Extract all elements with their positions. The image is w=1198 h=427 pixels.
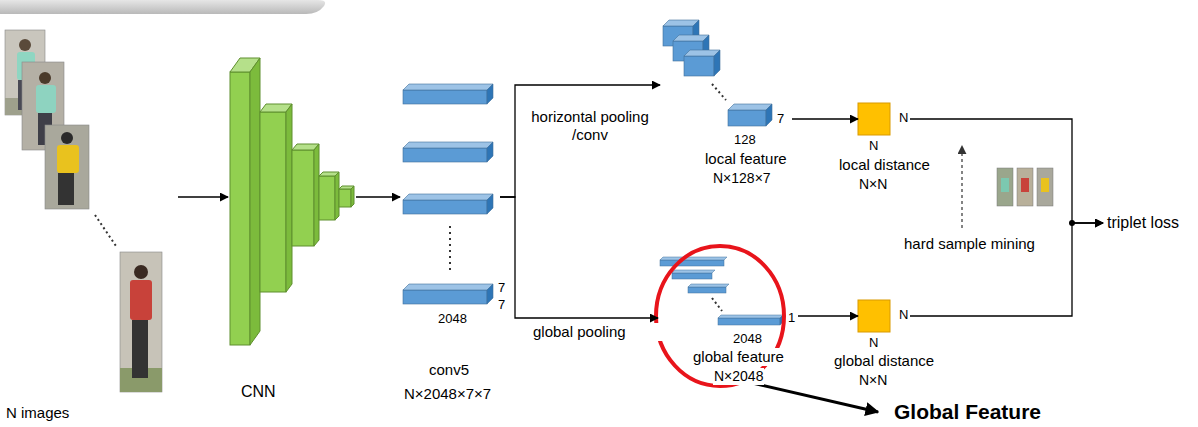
node-text: N×N bbox=[858, 176, 888, 193]
node-text: local feature bbox=[704, 150, 788, 168]
ellipsis-dots bbox=[449, 226, 451, 274]
node-text: conv5 bbox=[428, 361, 470, 379]
edge-label: horizontal pooling /conv bbox=[520, 108, 660, 144]
edge-label: global pooling bbox=[533, 323, 663, 341]
node-text: N bbox=[868, 138, 879, 154]
node-text: N bbox=[868, 335, 879, 351]
node-text: 2048 bbox=[437, 311, 468, 327]
connector-arrow bbox=[500, 85, 660, 197]
connector-arrow bbox=[798, 315, 858, 316]
input-images bbox=[5, 30, 162, 392]
connector-arrow bbox=[910, 119, 1103, 223]
connector-arrow bbox=[178, 196, 228, 197]
distance-square bbox=[858, 300, 890, 332]
global-feature: 12048global featureN×2048 bbox=[658, 252, 795, 332]
callout-title: Global Feature bbox=[893, 399, 1042, 424]
annotation-label: hard sample mining bbox=[903, 235, 1036, 253]
node-text: N bbox=[898, 307, 909, 323]
image-stack: N images bbox=[5, 20, 165, 375]
node-text: global distance bbox=[833, 352, 935, 370]
distance-matrix: NNglobal distanceN×N bbox=[858, 300, 890, 332]
header-bar bbox=[0, 0, 325, 14]
connector-arrow bbox=[500, 197, 658, 318]
node-text: 1 bbox=[787, 310, 796, 326]
connector-arrow bbox=[356, 196, 400, 197]
node-text: N images bbox=[5, 404, 70, 422]
loss-output: triplet loss bbox=[1103, 212, 1184, 234]
local-feature: 7128local featureN×128×7 bbox=[660, 18, 792, 130]
mining-arrow bbox=[961, 146, 962, 228]
node-text: global feature bbox=[692, 348, 785, 366]
ellipsis-dots bbox=[712, 298, 722, 311]
feature-map: 204877conv5N×2048×7×7 bbox=[400, 80, 500, 316]
distance-square bbox=[858, 103, 890, 135]
node-text: N×2048×7×7 bbox=[403, 385, 492, 403]
node-text: N×N bbox=[858, 372, 888, 389]
node-text: triplet loss bbox=[1106, 213, 1180, 232]
node-text: CNN bbox=[240, 382, 277, 401]
node-text: N bbox=[898, 110, 909, 126]
node-text: 7 bbox=[776, 111, 785, 127]
node-text: N×128×7 bbox=[712, 170, 772, 187]
cnn-illustration bbox=[230, 58, 354, 345]
conv5-feature-maps bbox=[403, 84, 493, 304]
distance-matrix: NNlocal distanceN×N bbox=[858, 103, 890, 135]
node-text: 7 bbox=[497, 297, 506, 313]
ellipsis-dots bbox=[712, 84, 726, 100]
highlight-ellipse bbox=[656, 246, 784, 386]
node-text: N×2048 bbox=[713, 368, 764, 385]
sample-thumbnails bbox=[997, 168, 1053, 206]
cnn-block: CNN bbox=[228, 55, 356, 340]
node-text: 2048 bbox=[732, 331, 763, 347]
node-text: 7 bbox=[497, 280, 506, 296]
node-text: local distance bbox=[838, 156, 931, 174]
node-text: 128 bbox=[733, 132, 757, 148]
local-feature-maps bbox=[663, 20, 772, 126]
connector-arrow bbox=[792, 118, 858, 119]
